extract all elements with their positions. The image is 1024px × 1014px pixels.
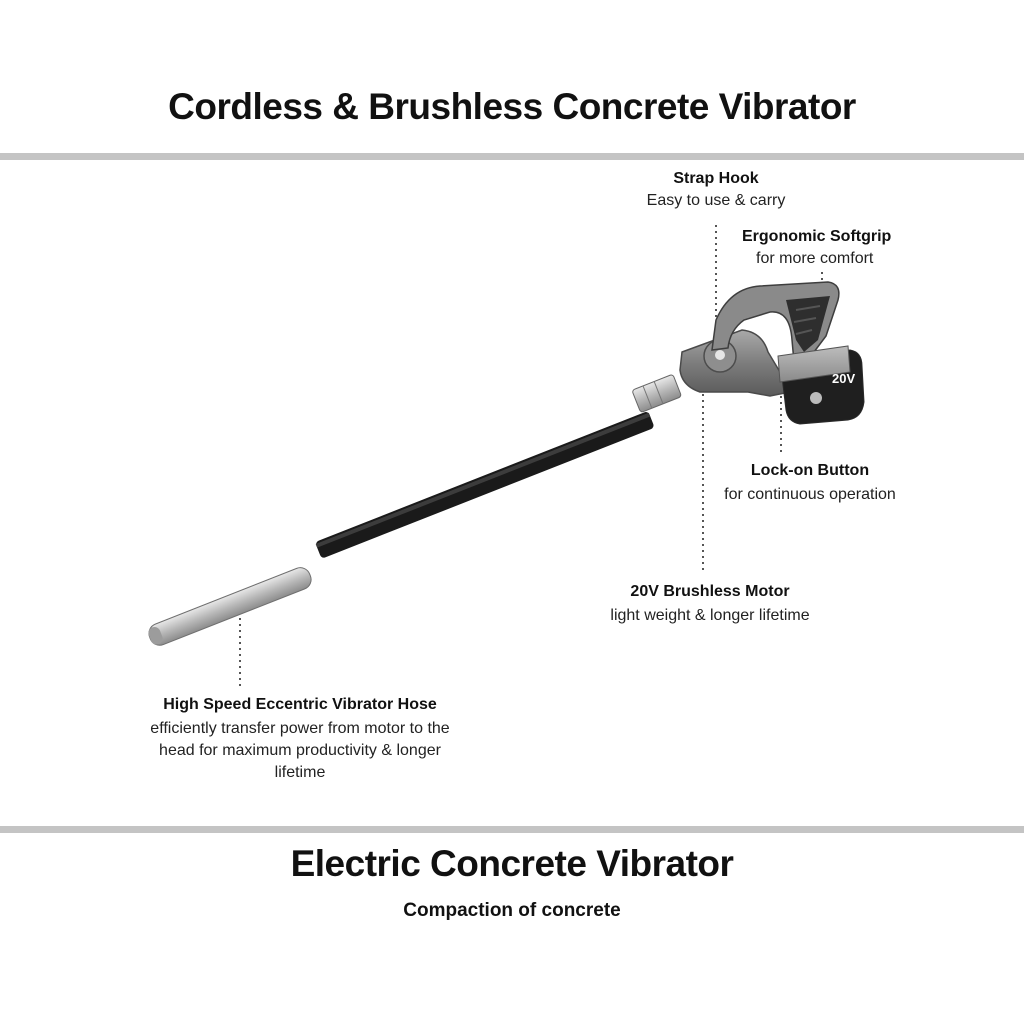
battery-pack — [777, 345, 865, 425]
hose-title: High Speed Eccentric Vibrator Hose — [163, 696, 437, 713]
bottom-divider — [0, 826, 1024, 833]
softgrip-title: Ergonomic Softgrip — [742, 228, 892, 245]
strap-hook-title: Strap Hook — [673, 170, 759, 187]
hose-desc-line-1: efficiently transfer power from motor to… — [150, 720, 450, 737]
callout-strap-hook: Strap Hook Easy to use & carry — [616, 168, 816, 212]
page-title: Cordless & Brushless Concrete Vibrator — [168, 86, 856, 127]
motor-body — [679, 329, 792, 397]
footer-title: Electric Concrete Vibrator — [290, 843, 734, 884]
handle — [711, 281, 840, 363]
footer-subtitle: Compaction of concrete — [403, 900, 621, 921]
hose-desc-line-3: lifetime — [274, 764, 326, 781]
top-divider — [0, 153, 1024, 160]
battery-voltage-label: 20V — [832, 371, 856, 386]
vibrator-hose — [315, 412, 654, 558]
hose-coupling — [632, 374, 682, 413]
callout-motor: 20V Brushless Motor light weight & longe… — [590, 581, 830, 627]
motor-title: 20V Brushless Motor — [630, 583, 790, 600]
callout-hose: High Speed Eccentric Vibrator Hose effic… — [120, 694, 480, 784]
motor-desc: light weight & longer lifetime — [610, 607, 810, 624]
callout-softgrip: Ergonomic Softgrip for more comfort — [742, 226, 918, 270]
callout-lock-on: Lock-on Button for continuous operation — [700, 460, 920, 506]
lock-on-desc: for continuous operation — [724, 486, 896, 503]
lock-on-title: Lock-on Button — [750, 462, 870, 479]
hose-desc-line-2: head for maximum productivity & longer — [159, 742, 441, 759]
strap-hook-desc: Easy to use & carry — [646, 192, 786, 209]
softgrip-desc: for more comfort — [756, 250, 874, 267]
vibrator-head — [148, 567, 312, 646]
